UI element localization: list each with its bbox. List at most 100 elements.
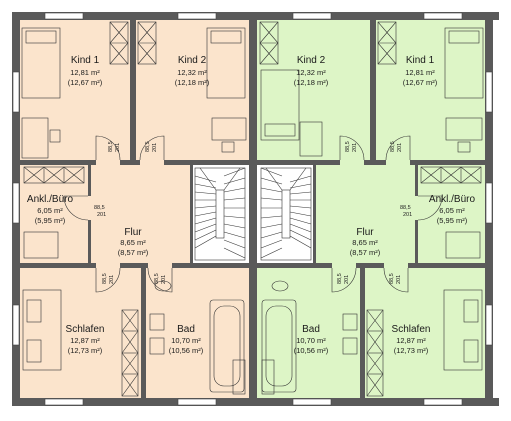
desk-left-ankl — [23, 231, 59, 259]
door-dim-width: 88,5 — [389, 273, 395, 284]
desk-right-ankl — [445, 231, 481, 259]
door-dim-width: 88,5 — [345, 141, 351, 152]
right-ankl-fill — [416, 165, 485, 263]
chair-left-kind1 — [49, 129, 61, 143]
wc-right — [271, 280, 289, 292]
window-left-kind2-top — [177, 12, 217, 20]
window-right-kind1-side — [485, 71, 493, 113]
room-fills — [20, 20, 485, 398]
pillow-left-kind1 — [25, 30, 57, 44]
room-area-alt-right-kind2: (12,18 m²) — [294, 78, 329, 87]
room-name-left-kind1: Kind 1 — [71, 55, 100, 66]
door-gap-right-kind1 — [386, 159, 410, 166]
door-swing-left-ankl — [63, 195, 89, 221]
door-dim-width: 88,5 — [145, 141, 151, 152]
window-right-bad-bottom — [292, 398, 332, 406]
pillow-left-schlafen-a — [26, 299, 42, 323]
left-kind1-fill — [20, 20, 130, 160]
room-area-left-kind2: 12,32 m² — [177, 68, 207, 77]
sink-left-b — [149, 337, 165, 355]
door-gap-right-kind2 — [340, 159, 364, 166]
bed-right-kind1 — [444, 27, 484, 99]
window-right-ankl-side — [485, 182, 493, 224]
right-kind1-fill — [375, 20, 485, 160]
left-schlafen-fill — [20, 268, 141, 398]
room-area-right-schlafen: 12,87 m² — [396, 336, 426, 345]
wall-left-upper — [20, 160, 249, 165]
room-area-right-kind1: 12,81 m² — [405, 68, 435, 77]
sink-right-b — [342, 337, 358, 355]
room-name-left-ankl: Ankl./Büro — [27, 194, 74, 205]
room-name-right-bad: Bad — [302, 324, 320, 335]
door-gap-right-schlafen — [384, 262, 408, 269]
window-right-kind2-top — [292, 12, 332, 20]
window-right-schlafen-bottom — [423, 398, 463, 406]
room-area-left-flur: 8,65 m² — [120, 238, 146, 247]
furniture — [21, 27, 484, 395]
room-area-right-bad: 10,70 m² — [296, 336, 326, 345]
room-name-right-kind1: Kind 1 — [406, 55, 435, 66]
door-dim-height: 201 — [352, 143, 358, 152]
room-name-right-schlafen: Schlafen — [392, 324, 431, 335]
door-gap-right-bad — [332, 262, 356, 269]
pillow-left-schlafen-b — [26, 339, 42, 363]
right-schlafen-fill — [365, 268, 485, 398]
wc-left — [154, 280, 172, 292]
staircase-left — [194, 167, 246, 261]
door-swing-left-schlafen — [95, 267, 121, 293]
room-name-left-schlafen: Schlafen — [66, 324, 105, 335]
door-dimension-labels: 88,5 201 88,5 201 88,5 201 88,5 201 88,5… — [94, 141, 412, 284]
party-wall — [249, 12, 257, 406]
room-area-alt-left-bad: (10,56 m²) — [169, 346, 204, 355]
wall-right-lower — [257, 263, 485, 268]
desk-left-kind2 — [211, 117, 247, 141]
room-area-right-ankl: 6,05 m² — [439, 206, 465, 215]
wardrobe-right-schlafen — [366, 309, 384, 397]
room-name-right-flur: Flur — [356, 227, 374, 238]
wardrobe-left-ankl — [23, 166, 85, 184]
wall-left-lower — [20, 263, 249, 268]
door-dim-height: 201 — [344, 275, 350, 284]
door-swing-right-ankl — [417, 195, 443, 221]
left-kind2-fill — [136, 20, 249, 160]
bed-right-kind2 — [260, 69, 300, 141]
room-area-alt-right-kind1: (12,67 m²) — [403, 78, 438, 87]
door-dim-width: 88,5 — [390, 141, 396, 152]
bathtub-left — [209, 299, 245, 393]
radiator-left-bad — [232, 359, 246, 395]
door-gap-left-schlafen — [96, 262, 120, 269]
room-area-alt-left-schlafen: (12,73 m²) — [68, 346, 103, 355]
wardrobe-right-ankl — [420, 166, 482, 184]
window-left-bad-bottom — [177, 398, 217, 406]
door-openings — [87, 159, 419, 269]
chair-right-kind1 — [457, 141, 471, 153]
room-name-right-kind2: Kind 2 — [297, 55, 326, 66]
door-gap-left-kind2 — [140, 159, 164, 166]
room-area-alt-left-kind1: (12,67 m²) — [68, 78, 103, 87]
door-swings — [63, 135, 443, 293]
door-swing-right-kind2 — [339, 135, 365, 161]
chair-left-kind2 — [221, 141, 235, 153]
desk-right-kind2 — [299, 121, 323, 157]
wall-left-kind-divider — [130, 20, 136, 165]
door-swing-right-kind1 — [385, 135, 411, 161]
wardrobe-right-kind1 — [377, 21, 397, 65]
left-flur-fill — [90, 165, 190, 263]
room-name-left-bad: Bad — [177, 324, 195, 335]
wall-left-schlafen-bad — [141, 265, 146, 398]
door-dim-height: 201 — [397, 143, 403, 152]
right-kind2-fill — [257, 20, 370, 160]
room-area-alt-left-ankl: (5,95 m²) — [35, 216, 66, 225]
desk-right-kind1 — [445, 117, 483, 141]
room-area-alt-right-flur: (8,57 m²) — [350, 248, 381, 257]
pillow-right-kind1 — [448, 30, 480, 44]
wall-left-stair — [190, 160, 193, 268]
staircase-right — [260, 167, 312, 261]
wall-right-bad-schlafen — [360, 265, 365, 398]
door-swing-left-bad — [147, 267, 173, 293]
pillow-right-kind2 — [264, 123, 296, 137]
door-dim-height: 201 — [161, 275, 167, 284]
room-area-alt-left-flur: (8,57 m²) — [118, 248, 149, 257]
door-gap-left-bad — [148, 262, 172, 269]
bed-left-kind1 — [21, 27, 61, 99]
